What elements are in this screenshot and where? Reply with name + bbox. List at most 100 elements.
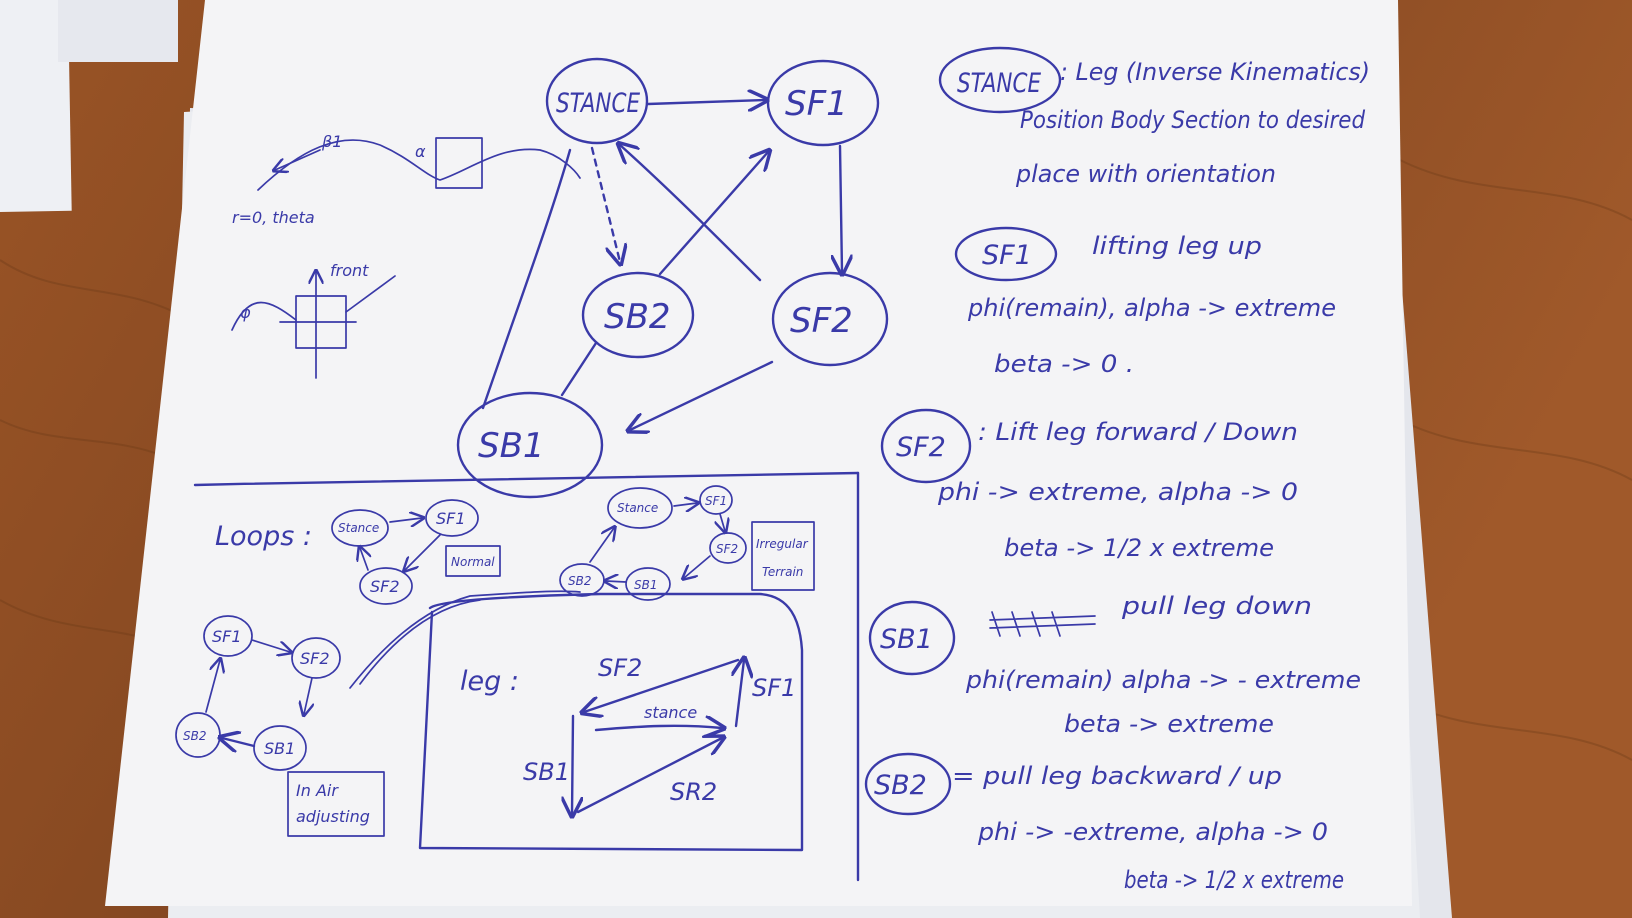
note-sb2-line3: beta -> 1/2 x extreme <box>1124 866 1344 894</box>
sf2-node-label: SF2 <box>790 301 853 341</box>
state-notes: STANCE : Leg (Inverse Kinematics) Positi… <box>864 46 1370 894</box>
note-sb2-line1: = pull leg backward / up <box>952 762 1282 790</box>
note-sf1-line1: lifting leg up <box>1092 232 1262 260</box>
sf2-node <box>771 271 889 367</box>
air-sb1-label: SB1 <box>264 739 295 758</box>
note-stance-circle <box>938 46 1062 114</box>
leg-path-title: leg : <box>460 666 519 697</box>
air-label-line2: adjusting <box>296 807 370 826</box>
r-theta-label: r=0, theta <box>232 208 315 227</box>
note-sf1-circle <box>954 226 1058 282</box>
air-sb1-node <box>253 725 307 771</box>
front-leg-left <box>231 301 297 331</box>
air-edge-sb1-sb2 <box>222 738 256 746</box>
normal-sf1-node <box>425 499 479 537</box>
air-label-box <box>287 771 385 837</box>
note-sf2-circle <box>880 408 972 484</box>
connector-stroke-2 <box>359 599 481 685</box>
air-edge-sf1-sf2 <box>251 639 290 652</box>
leg-left-arrow <box>275 149 321 170</box>
irregular-sb1-node <box>625 567 671 601</box>
paper-corner-top <box>58 0 178 62</box>
irregular-edge-sb1-sb2 <box>606 581 627 582</box>
edge-stance-sf1 <box>646 100 765 104</box>
leg-body-box <box>435 137 483 189</box>
note-sf1-line2: phi(remain), alpha -> extreme <box>967 294 1336 322</box>
sb1-node-label: SB1 <box>478 426 545 466</box>
irregular-edge-sf2-sb1 <box>684 555 711 578</box>
leg-sketch: β1 α r=0, theta front φ <box>231 132 581 379</box>
edge-sb2-sf1 <box>658 152 768 276</box>
paper-main-sheet <box>105 0 1412 906</box>
leg-path-box <box>418 592 804 852</box>
sb2-node-label: SB2 <box>604 297 671 337</box>
note-sf1-label: SF1 <box>982 240 1032 271</box>
edge-sf1-sf2 <box>840 144 842 272</box>
edge-sf2-stance <box>620 145 762 282</box>
wood-grain <box>0 159 1632 761</box>
air-label-line1: In Air <box>296 781 339 800</box>
air-edge-sf2-sb1 <box>304 677 312 714</box>
note-stance-line2: Position Body Section to desired <box>1020 106 1366 134</box>
leg-path-edge-sb2 <box>576 738 722 814</box>
alpha-label: α <box>415 142 426 161</box>
note-stance-label: STANCE <box>957 68 1041 99</box>
normal-label: Normal <box>451 555 495 569</box>
air-sf2-label: SF2 <box>300 649 330 668</box>
leg-path-edge-sb1 <box>572 714 573 814</box>
note-sb2-label: SB2 <box>874 770 927 801</box>
leg-path-sf1: SF1 <box>752 674 796 702</box>
leg-trajectory-curve <box>257 139 581 191</box>
state-diagram: STANCE SF1 SF2 SB2 SB1 <box>456 57 889 499</box>
note-sb2-line2: phi -> -extreme, alpha -> 0 <box>977 818 1328 846</box>
phi-label: φ <box>240 303 251 322</box>
irregular-stance-label: Stance <box>617 501 658 515</box>
irregular-sf2-label: SF2 <box>716 542 738 556</box>
note-sf2-line2: phi -> extreme, alpha -> 0 <box>937 478 1298 506</box>
loops-divider-top <box>193 471 860 487</box>
note-sb1-line3: beta -> extreme <box>1064 710 1274 738</box>
note-sb2-circle <box>864 752 952 816</box>
note-sf2-line3: beta -> 1/2 x extreme <box>1004 534 1274 562</box>
irregular-sb1-label: SB1 <box>634 578 657 592</box>
normal-edge-stance-sf1 <box>389 518 422 522</box>
air-sf2-node <box>291 637 341 679</box>
normal-edge-sf1-sf2 <box>405 534 441 570</box>
loops-title: Loops : <box>215 521 312 552</box>
edge-sb1-stance <box>481 148 572 410</box>
irregular-stance-node <box>607 487 673 529</box>
leg-path-sf2: SF2 <box>598 654 642 682</box>
normal-stance-label: Stance <box>338 521 379 535</box>
beta-label: β1 <box>321 132 342 151</box>
normal-sf2-label: SF2 <box>370 577 400 596</box>
front-label: front <box>330 261 369 280</box>
note-sf1-line3: beta -> 0 . <box>994 350 1134 378</box>
note-sf2-line1: : Lift leg forward / Down <box>978 418 1298 446</box>
irregular-sb2-label: SB2 <box>568 574 591 588</box>
note-stance-line3: place with orientation <box>1015 160 1276 188</box>
leg-path-edge-stance <box>594 726 722 730</box>
note-sb1-line1: pull leg down <box>1121 592 1312 620</box>
normal-sf1-label: SF1 <box>436 509 466 528</box>
paper-corner-left <box>0 0 72 213</box>
irregular-label-line2: Terrain <box>762 565 803 579</box>
sb2-node <box>581 271 695 359</box>
irregular-sf1-label: SF1 <box>705 494 727 508</box>
irregular-label-line1: Irregular <box>756 537 809 551</box>
leg-path-edge-sf2 <box>584 658 740 712</box>
note-sb1-scribble <box>989 611 1096 637</box>
irregular-edge-sb2-stance <box>589 528 614 563</box>
air-sf1-node <box>203 615 253 657</box>
leg-path-stance: stance <box>644 703 697 722</box>
irregular-edge-sf1-sf2 <box>720 513 725 531</box>
air-edge-sb2-sf1 <box>205 660 220 713</box>
note-sb1-label: SB1 <box>880 624 933 655</box>
leg-path-edge-sf1 <box>736 660 744 728</box>
air-sf1-label: SF1 <box>212 627 242 646</box>
irregular-edge-stance-sf1 <box>673 503 697 506</box>
front-body-box <box>295 295 347 349</box>
leg-path-sb1: SB1 <box>523 758 570 786</box>
normal-edge-sf2-stance <box>360 548 368 571</box>
stance-node <box>545 57 649 145</box>
